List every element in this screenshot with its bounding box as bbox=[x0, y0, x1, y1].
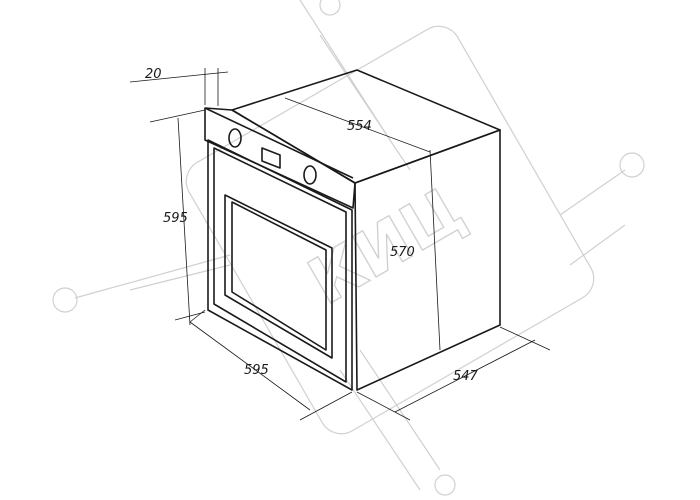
knob-left-icon bbox=[228, 128, 242, 148]
oven-drawing bbox=[204, 69, 501, 391]
oven-window-inner bbox=[231, 201, 327, 351]
dim-label-547: 547 bbox=[453, 369, 479, 384]
watermark-line bbox=[569, 224, 626, 266]
oven-door-inner bbox=[213, 147, 347, 383]
oven-window bbox=[224, 194, 333, 359]
dim-extension bbox=[149, 109, 206, 123]
watermark-circle bbox=[319, 0, 341, 16]
watermark-circle bbox=[619, 152, 645, 178]
watermark-circle bbox=[52, 287, 78, 313]
dim-extension bbox=[189, 309, 206, 323]
oven-side bbox=[354, 129, 501, 391]
control-panel bbox=[204, 107, 356, 209]
dim-line-570 bbox=[429, 149, 441, 351]
watermark-logo: КИЦ bbox=[52, 0, 645, 496]
dimension-labels: 20 554 595 570 595 547 bbox=[145, 67, 479, 384]
watermark-circle bbox=[434, 474, 456, 496]
dim-extension bbox=[356, 391, 411, 421]
dim-label-20: 20 bbox=[145, 67, 162, 82]
dim-extension bbox=[174, 311, 206, 321]
watermark-line bbox=[559, 169, 626, 216]
dim-line-547 bbox=[394, 339, 536, 413]
display-icon bbox=[261, 147, 281, 169]
dim-line-20 bbox=[129, 71, 229, 83]
watermark-line bbox=[319, 34, 411, 171]
oven-door bbox=[207, 139, 353, 391]
dim-label-570: 570 bbox=[390, 245, 415, 260]
dim-label-554: 554 bbox=[347, 119, 372, 134]
knob-right-icon bbox=[303, 165, 317, 185]
dim-extension bbox=[299, 391, 353, 421]
dim-label-595-height: 595 bbox=[163, 211, 188, 226]
dim-line-554 bbox=[284, 97, 431, 153]
dim-line-595-height bbox=[177, 117, 191, 326]
watermark-line bbox=[359, 349, 441, 471]
control-panel-edge bbox=[204, 107, 354, 179]
dim-label-595-width: 595 bbox=[244, 363, 269, 378]
dimension-lines bbox=[129, 68, 551, 421]
dim-line-595-width bbox=[189, 321, 311, 411]
watermark-line bbox=[74, 254, 231, 299]
dim-extension bbox=[499, 326, 551, 351]
watermark-line bbox=[339, 369, 421, 491]
